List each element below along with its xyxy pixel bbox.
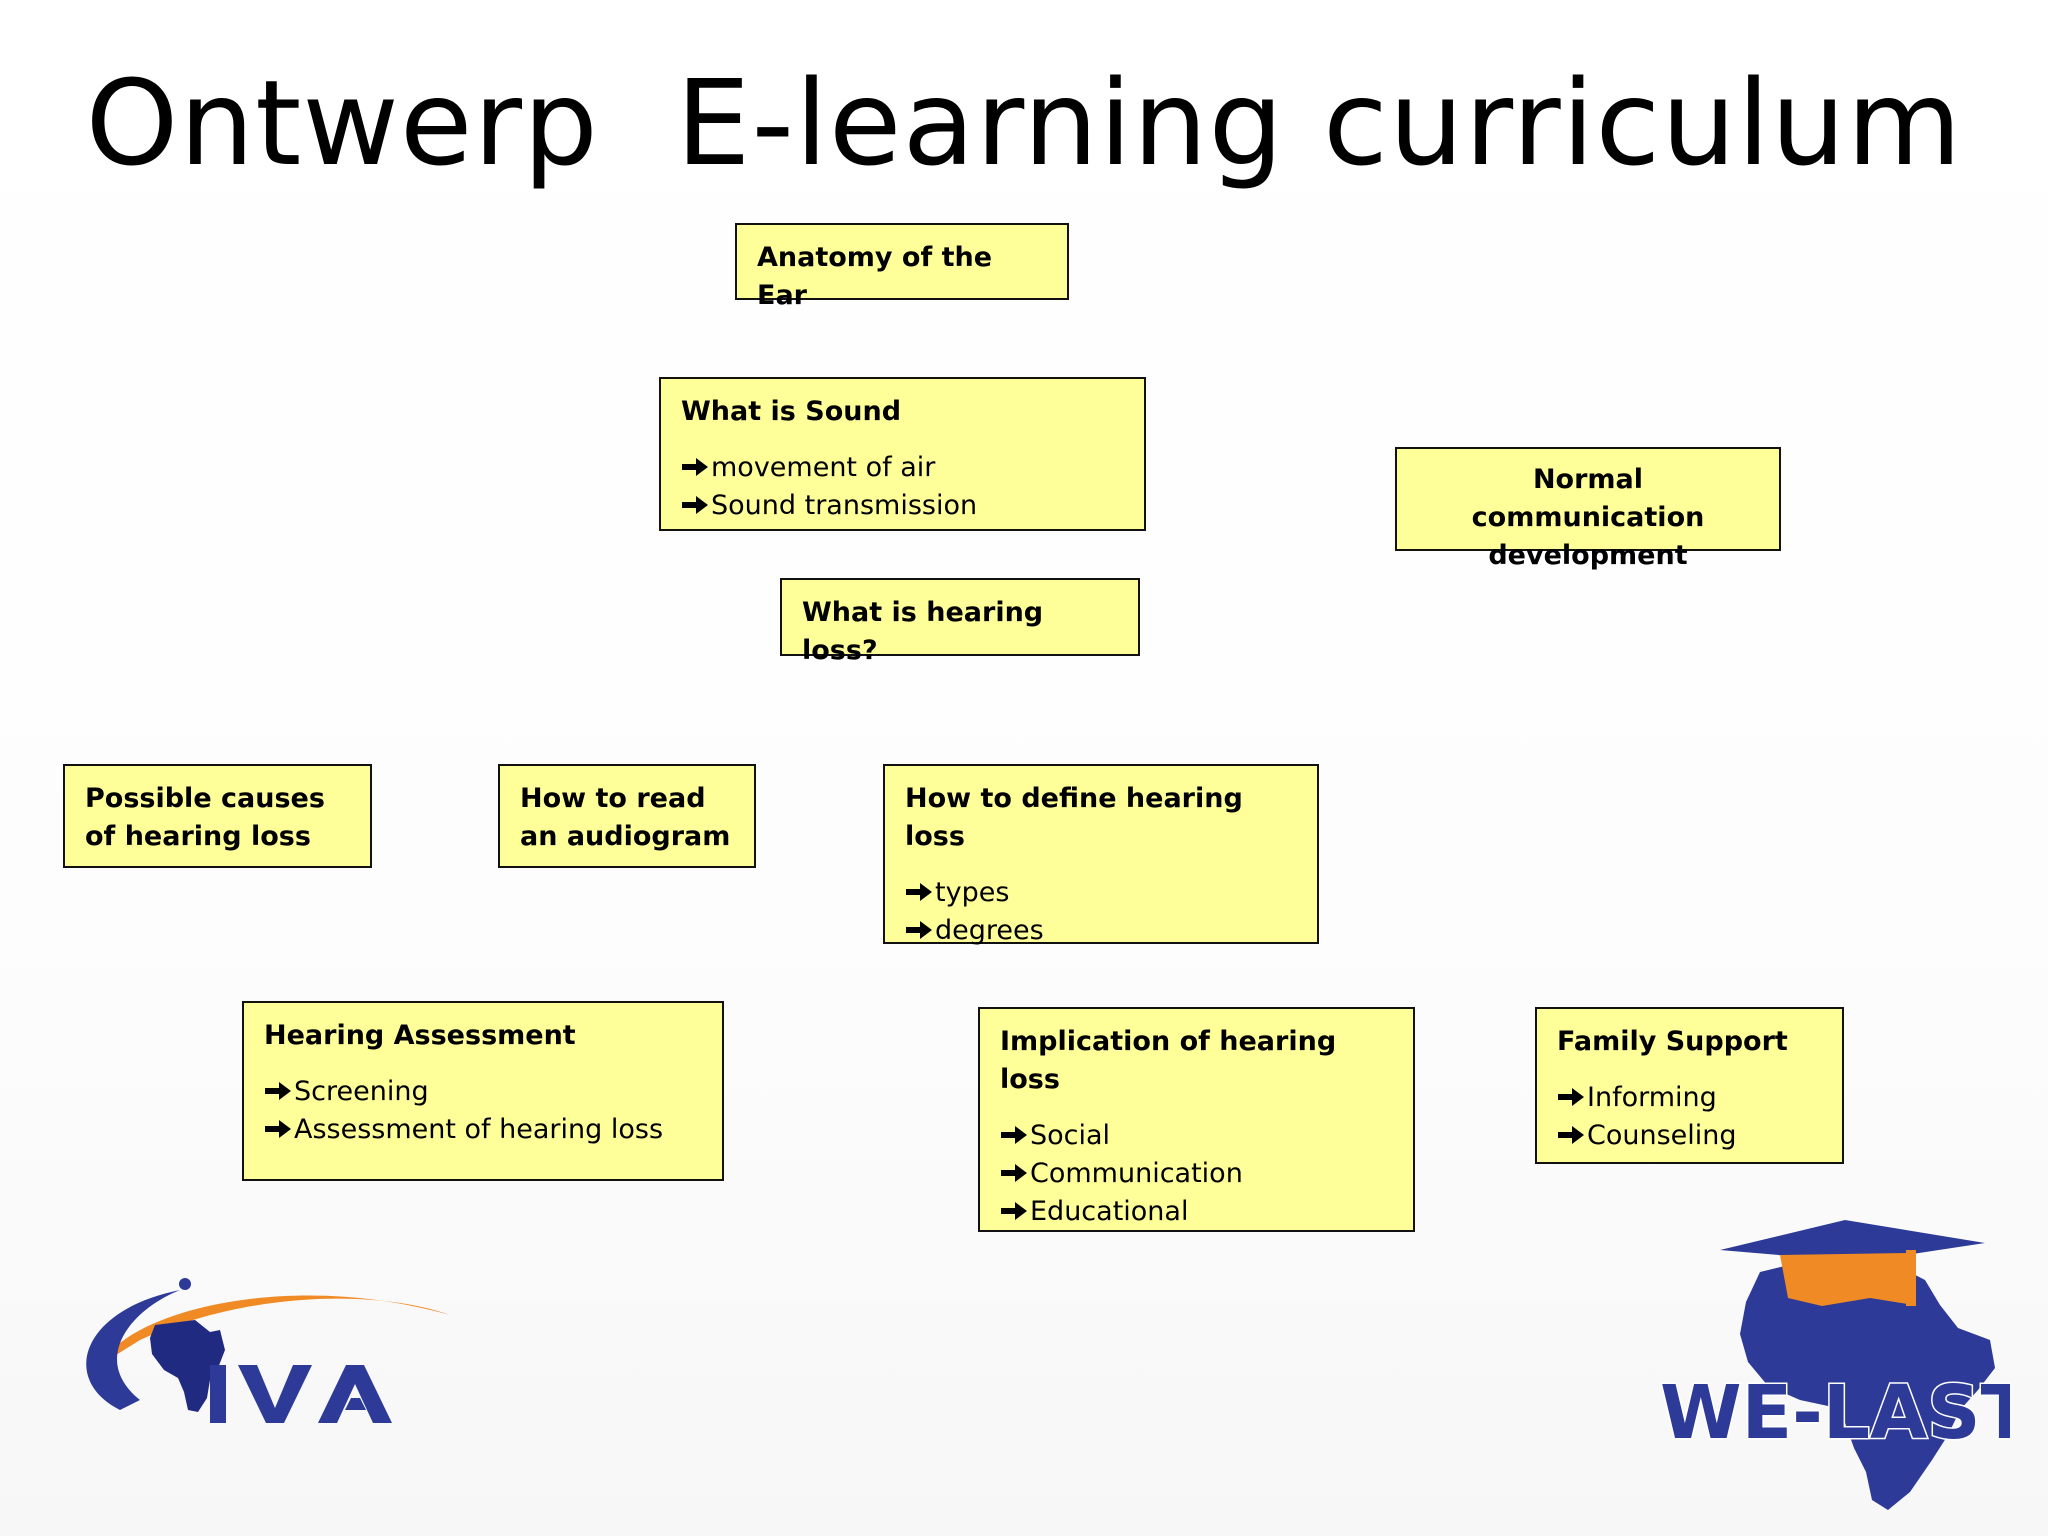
right-arrow-icon: [681, 494, 709, 516]
bullet-item: Informing: [1557, 1079, 1822, 1117]
bullet-text: Sound transmission: [711, 490, 978, 521]
bullet-item: Educational: [1000, 1193, 1393, 1231]
bullet-text: degrees: [935, 915, 1044, 946]
box-how-to-read-audiogram: How to read an audiogram: [498, 764, 756, 868]
bullet-item: movement of air: [681, 449, 1124, 487]
box-heading: How to define hearing loss: [905, 783, 1243, 852]
box-heading: Family Support: [1557, 1026, 1788, 1057]
right-arrow-icon: [1000, 1124, 1028, 1146]
box-family-support: Family Support Informing Counseling: [1535, 1007, 1844, 1164]
bullet-item: types: [905, 874, 1297, 912]
bullet-item: Communication: [1000, 1155, 1393, 1193]
box-heading: How to read an audiogram: [520, 783, 731, 852]
graduation-cap-africa-icon: WE-LAST: [1659, 1220, 2033, 1510]
right-arrow-icon: [1000, 1162, 1028, 1184]
box-possible-causes: Possible causes of hearing loss: [63, 764, 372, 868]
right-arrow-icon: [264, 1118, 292, 1140]
bullet-text: Screening: [294, 1076, 429, 1107]
bullet-text: types: [935, 877, 1010, 908]
bullet-text: Communication: [1030, 1158, 1243, 1189]
bullet-text: Counseling: [1587, 1120, 1737, 1151]
bullet-list: Social Communication Educational: [1000, 1117, 1393, 1231]
bullet-item: Social: [1000, 1117, 1393, 1155]
bullet-list: movement of air Sound transmission: [681, 449, 1124, 525]
bullet-text: Assessment of hearing loss: [294, 1114, 664, 1145]
bullet-item: Counseling: [1557, 1117, 1822, 1155]
box-hearing-assessment: Hearing Assessment Screening Assessment …: [242, 1001, 724, 1181]
right-arrow-icon: [1000, 1200, 1028, 1222]
bullet-item: Screening: [264, 1073, 702, 1111]
bullet-text: Informing: [1587, 1082, 1717, 1113]
right-arrow-icon: [1557, 1086, 1585, 1108]
iva-logo: [60, 1270, 460, 1440]
box-implication-of-hearing-loss: Implication of hearing loss Social Commu…: [978, 1007, 1415, 1232]
we-last-logo: WE-LAST: [1640, 1210, 2033, 1525]
box-normal-communication-development: Normal communication development: [1395, 447, 1781, 571]
right-arrow-icon: [264, 1080, 292, 1102]
bullet-item: Sound transmission: [681, 487, 1124, 525]
bullet-text: movement of air: [711, 452, 936, 483]
box-how-to-define-hearing-loss: How to define hearing loss types degrees: [883, 764, 1319, 946]
box-heading: Possible causes of hearing loss: [85, 783, 325, 852]
bullet-list: Informing Counseling: [1557, 1079, 1822, 1155]
bullet-list: Screening Assessment of hearing loss: [264, 1073, 702, 1149]
right-arrow-icon: [1557, 1124, 1585, 1146]
box-heading: What is hearing loss?: [802, 597, 1044, 666]
right-arrow-icon: [905, 881, 933, 903]
box-heading: Anatomy of the Ear: [757, 242, 993, 311]
box-heading: Normal communication development: [1471, 464, 1705, 571]
right-arrow-icon: [905, 919, 933, 941]
box-what-is-hearing-loss: What is hearing loss?: [780, 578, 1140, 666]
box-heading: Implication of hearing loss: [1000, 1026, 1337, 1095]
bullet-text: Educational: [1030, 1196, 1189, 1227]
bullet-item: Assessment of hearing loss: [264, 1111, 702, 1149]
bullet-list: types degrees: [905, 874, 1297, 950]
bullet-text: Social: [1030, 1120, 1111, 1151]
bullet-item: degrees: [905, 912, 1297, 950]
box-what-is-sound: What is Sound movement of air Sound tran…: [659, 377, 1146, 531]
africa-map-icon: [86, 1278, 450, 1423]
slide-title: Ontwerp E-learning curriculum: [85, 54, 1963, 192]
right-arrow-icon: [681, 456, 709, 478]
box-anatomy-of-the-ear: Anatomy of the Ear: [735, 223, 1069, 311]
logo-text: WE-LAST: [1660, 1370, 2010, 1456]
box-heading: Hearing Assessment: [264, 1020, 576, 1051]
box-heading: What is Sound: [681, 396, 902, 427]
